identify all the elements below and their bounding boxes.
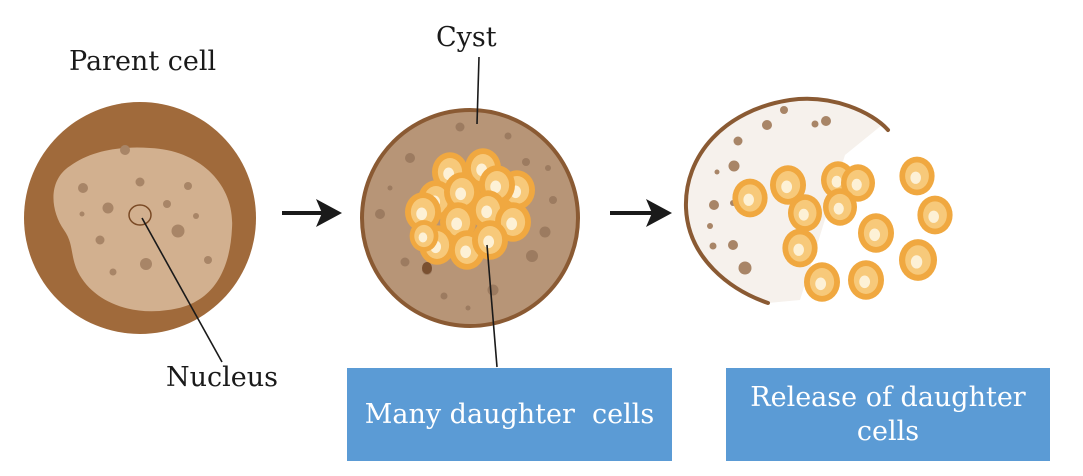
nucleus-pointer-line — [141, 217, 223, 363]
release-daughter-cells-box: Release of daughter cells — [726, 368, 1050, 461]
many-daughter-cells-text: Many daughter cells — [364, 398, 655, 430]
cyst-label: Cyst — [436, 22, 497, 53]
nucleus-label: Nucleus — [166, 362, 278, 393]
cyst — [360, 108, 580, 328]
ruptured-cyst-wall — [683, 96, 890, 305]
many-daughter-cells-box: Many daughter cells — [347, 368, 672, 461]
parent-specks — [78, 145, 212, 276]
arrow-right-icon — [610, 199, 672, 227]
cyst-pointer-line — [476, 56, 480, 125]
ruptured-specks — [707, 106, 831, 275]
cyst-specks — [375, 122, 557, 311]
daughter-pointer-line — [486, 244, 498, 368]
ruptured-cyst — [683, 96, 953, 305]
release-text-line1: Release of daughter — [750, 381, 1026, 413]
arrow-right-icon — [282, 199, 342, 227]
release-text-line2: cells — [856, 415, 920, 447]
nucleus — [128, 204, 152, 226]
parent-cell — [24, 102, 256, 334]
parent-cell-label: Parent cell — [69, 46, 217, 77]
